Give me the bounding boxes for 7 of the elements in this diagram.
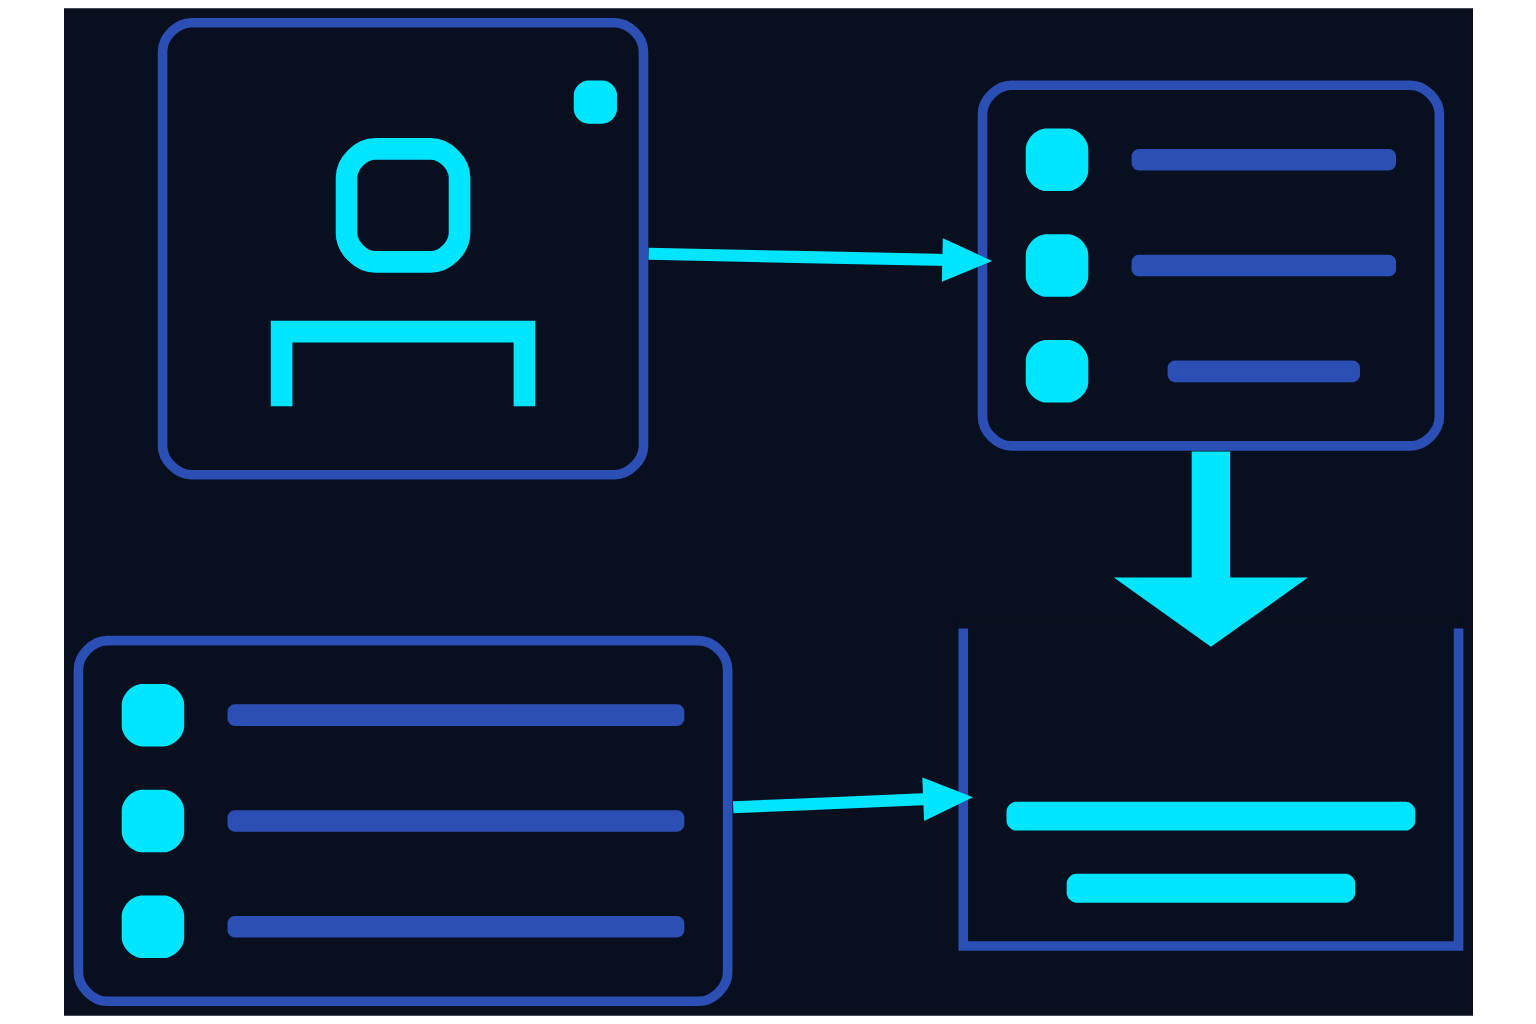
node-box <box>977 80 1444 451</box>
arrow <box>732 777 973 822</box>
node-picture <box>157 17 648 480</box>
arrow <box>647 238 992 282</box>
node-box <box>73 635 732 1007</box>
arrow <box>1113 451 1308 647</box>
node-tray <box>957 628 1463 951</box>
